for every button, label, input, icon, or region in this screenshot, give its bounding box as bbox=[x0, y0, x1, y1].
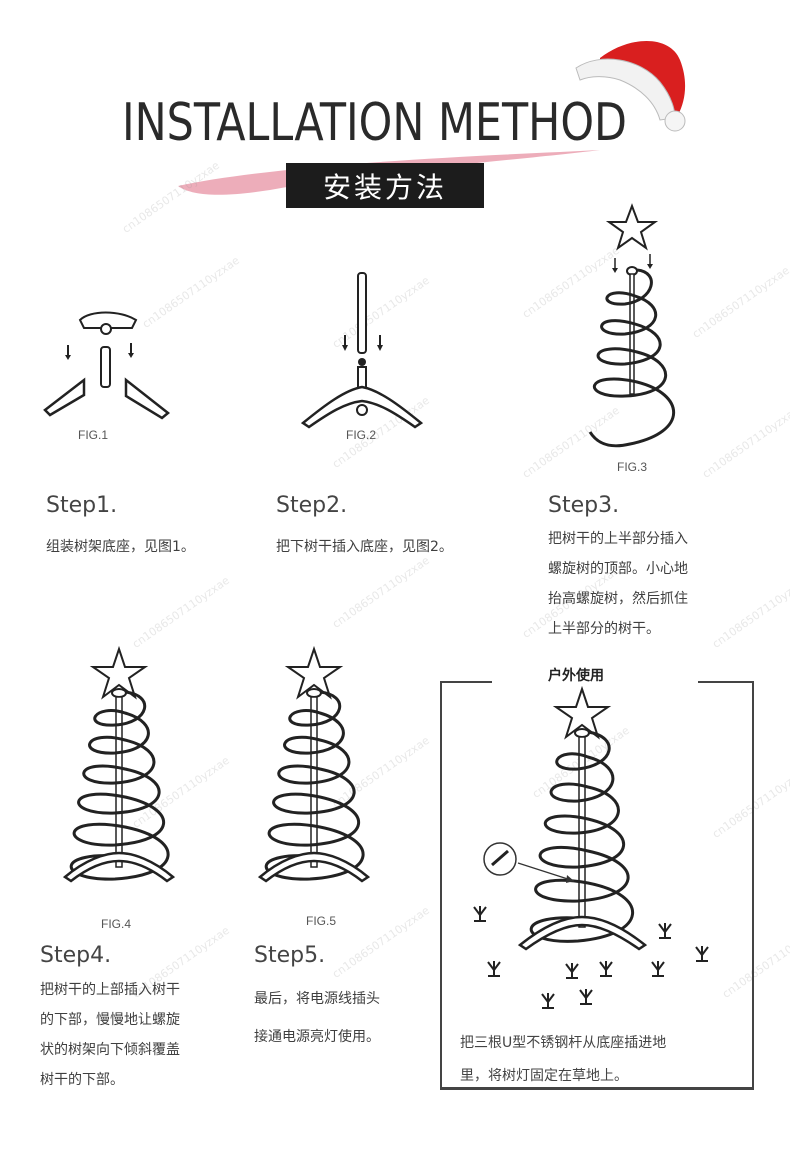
step-4-line: 树干的下部。 bbox=[40, 1072, 124, 1088]
title-chinese-badge: 安装方法 bbox=[286, 163, 484, 208]
panel-border bbox=[440, 681, 492, 683]
outdoor-tree-drawing bbox=[473, 685, 709, 1009]
panel-border bbox=[698, 681, 752, 683]
step-4-line: 的下部，慢慢地让螺旋 bbox=[40, 1012, 180, 1028]
step-3-title: Step3. bbox=[548, 493, 620, 518]
figure-4-drawing bbox=[62, 645, 176, 883]
watermark: cn1086507110yzxae bbox=[130, 573, 232, 651]
header-graphic: INSTALLATION METHOD bbox=[122, 40, 686, 195]
figure-1-label: FIG.1 bbox=[78, 428, 109, 442]
step-3-line: 螺旋树的顶部。小心地 bbox=[548, 561, 688, 577]
step-3-text: 把树干的上半部分插入 螺旋树的顶部。小心地 抬高螺旋树，然后抓住 上半部分的树干… bbox=[548, 524, 688, 644]
step-2-text: 把下树干插入底座，见图2。 bbox=[276, 539, 453, 555]
santa-hat-icon bbox=[575, 40, 686, 132]
outdoor-use-text: 把三根U型不锈钢杆从底座插进地 里，将树灯固定在草地上。 bbox=[460, 1027, 750, 1093]
title-english: INSTALLATION METHOD bbox=[122, 93, 627, 153]
outdoor-use-title: 户外使用 bbox=[548, 668, 604, 684]
step-3-line: 抬高螺旋树，然后抓住 bbox=[548, 591, 688, 607]
step-3-line: 把树干的上半部分插入 bbox=[548, 531, 688, 547]
step-5-text: 最后，将电源线插头 接通电源亮灯使用。 bbox=[254, 980, 380, 1056]
step-5-line: 接通电源亮灯使用。 bbox=[254, 1029, 380, 1045]
star-icon bbox=[605, 203, 659, 251]
step-2-title: Step2. bbox=[276, 493, 348, 518]
step-5-title: Step5. bbox=[254, 943, 326, 968]
figure-1-drawing bbox=[43, 311, 170, 420]
watermark: cn1086507110yzxae bbox=[330, 903, 432, 981]
step-4-line: 把树干的上部插入树干 bbox=[40, 982, 180, 998]
star-icon bbox=[89, 645, 149, 700]
figure-3-label: FIG.3 bbox=[617, 460, 648, 474]
figure-3-drawing bbox=[588, 203, 675, 448]
figure-5-label: FIG.5 bbox=[306, 914, 337, 928]
figure-2-label: FIG.2 bbox=[346, 428, 377, 442]
step-5-line: 最后，将电源线插头 bbox=[254, 991, 380, 1007]
star-icon bbox=[552, 685, 612, 740]
watermark: cn1086507110yzxae bbox=[710, 573, 790, 651]
figure-2-drawing bbox=[300, 272, 424, 429]
step-1-text: 组装树架底座，见图1。 bbox=[46, 539, 195, 555]
step-4-text: 把树干的上部插入树干 的下部，慢慢地让螺旋 状的树架向下倾斜覆盖 树干的下部。 bbox=[40, 975, 180, 1095]
outdoor-line: 把三根U型不锈钢杆从底座插进地 bbox=[460, 1035, 667, 1051]
grass-icons bbox=[473, 906, 709, 1009]
star-icon bbox=[284, 645, 344, 700]
step-1-title: Step1. bbox=[46, 493, 118, 518]
watermark: cn1086507110yzxae bbox=[690, 263, 790, 341]
outdoor-line: 里，将树灯固定在草地上。 bbox=[460, 1068, 628, 1084]
step-4-line: 状的树架向下倾斜覆盖 bbox=[40, 1042, 180, 1058]
watermark: cn1086507110yzxae bbox=[700, 403, 790, 481]
figure-4-label: FIG.4 bbox=[101, 917, 132, 931]
step-4-title: Step4. bbox=[40, 943, 112, 968]
watermark: cn1086507110yzxae bbox=[330, 553, 432, 631]
title-chinese: 安装方法 bbox=[322, 170, 447, 204]
figure-5-drawing bbox=[257, 645, 371, 883]
step-3-line: 上半部分的树干。 bbox=[548, 621, 660, 637]
outdoor-use-panel bbox=[440, 681, 754, 1090]
